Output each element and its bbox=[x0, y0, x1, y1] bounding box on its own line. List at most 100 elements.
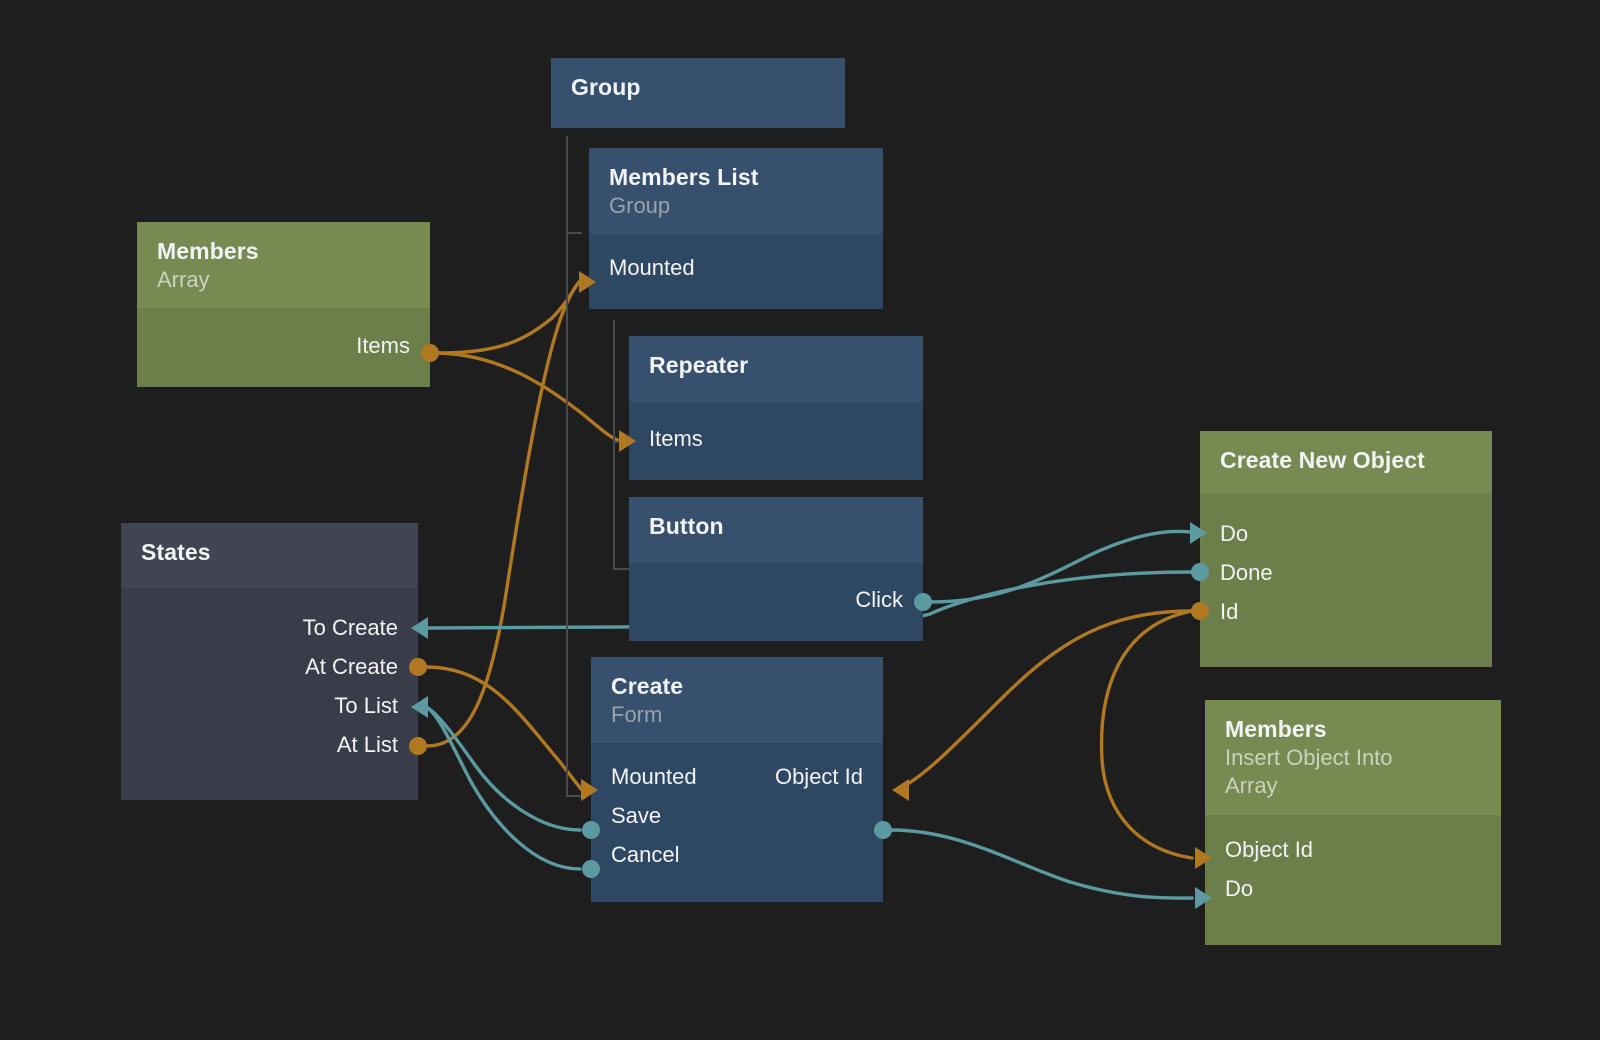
port-label-do: Do bbox=[1220, 520, 1249, 546]
node-members-list-subtitle: Group bbox=[609, 192, 671, 218]
node-group[interactable]: Group bbox=[551, 58, 845, 128]
port-cno-id[interactable]: Id bbox=[1200, 592, 1492, 631]
node-create-form[interactable]: Create Form Mounted Object Id Save Cance… bbox=[581, 657, 909, 903]
port-arrow-create-mounted[interactable] bbox=[581, 779, 598, 801]
port-label-mounted: Mounted bbox=[609, 254, 695, 280]
port-label-click: Click bbox=[855, 586, 903, 612]
port-states-to-list[interactable]: To List bbox=[121, 686, 418, 725]
port-create-cancel[interactable]: Cancel bbox=[591, 835, 883, 874]
node-members-list-title: Members List bbox=[609, 164, 759, 190]
port-dot-states-at-create[interactable] bbox=[409, 658, 427, 676]
wire-button-click-to-cno-do bbox=[928, 529, 1192, 604]
port-arrow-create-object-id[interactable] bbox=[892, 779, 909, 801]
node-create-form-subtitle: Form bbox=[611, 701, 663, 727]
port-cno-done[interactable]: Done bbox=[1200, 553, 1492, 592]
node-members-array-body: Items bbox=[137, 308, 430, 388]
node-states-header: States bbox=[121, 523, 418, 588]
port-dot-create-signal-out[interactable] bbox=[874, 821, 892, 839]
node-repeater-title: Repeater bbox=[649, 352, 749, 378]
node-repeater-header: Repeater bbox=[629, 336, 923, 402]
wire-members-items-to-repeater-items bbox=[437, 351, 622, 443]
port-dot-members-items[interactable] bbox=[421, 344, 439, 362]
port-insert-object-id[interactable]: Object Id bbox=[1205, 831, 1501, 870]
wire-cno-id-to-create-objectid bbox=[896, 609, 1194, 791]
port-label-at-list: At List bbox=[336, 731, 398, 757]
node-create-new-object-header: Create New Object bbox=[1200, 431, 1492, 493]
port-label-save: Save bbox=[611, 802, 662, 828]
port-label-to-create: To Create bbox=[302, 614, 398, 640]
port-create-save[interactable]: Save bbox=[591, 796, 883, 835]
port-label-items: Items bbox=[356, 332, 410, 358]
port-states-at-list[interactable]: At List bbox=[121, 725, 418, 764]
node-members-array[interactable]: Members Array Items bbox=[137, 222, 439, 388]
port-arrow-cno-do[interactable] bbox=[1190, 522, 1207, 544]
node-members-array-title: Members bbox=[157, 238, 259, 264]
wire-create-cancel-to-states-tolist bbox=[426, 706, 582, 871]
node-create-form-title: Create bbox=[611, 673, 684, 699]
wire-members-items-to-memberslist-mounted bbox=[437, 280, 581, 355]
node-states[interactable]: States To Create At Create To List At Li… bbox=[121, 523, 428, 800]
port-label-cancel: Cancel bbox=[611, 841, 680, 867]
port-arrow-repeater-items[interactable] bbox=[619, 430, 636, 452]
node-members-list-body: Mounted bbox=[589, 234, 883, 310]
node-states-body: To Create At Create To List At List bbox=[121, 588, 418, 800]
tree-rail-group bbox=[566, 136, 568, 796]
port-dot-states-at-list[interactable] bbox=[409, 737, 427, 755]
tree-tick-create bbox=[566, 795, 582, 797]
port-repeater-items[interactable]: Items bbox=[629, 419, 923, 458]
port-arrow-states-to-create[interactable] bbox=[411, 617, 428, 639]
node-button-title: Button bbox=[649, 513, 724, 539]
node-repeater[interactable]: Repeater Items bbox=[619, 336, 923, 480]
port-label-mounted: Mounted bbox=[611, 763, 697, 789]
node-members-insert-body: Object Id Do bbox=[1205, 814, 1501, 945]
wire-cno-id-to-insert-objectid bbox=[1099, 609, 1194, 860]
port-label-at-create: At Create bbox=[305, 653, 398, 679]
port-members-array-items[interactable]: Items bbox=[137, 326, 430, 365]
port-label-object-id: Object Id bbox=[774, 763, 863, 789]
node-create-new-object-body: Do Done Id bbox=[1200, 493, 1492, 667]
node-states-title: States bbox=[141, 539, 211, 565]
node-members-insert-header: Members Insert Object Into Array bbox=[1205, 700, 1501, 815]
node-create-form-header: Create Form bbox=[591, 657, 883, 744]
tree-tick-members-list bbox=[566, 232, 582, 234]
port-dot-cno-done[interactable] bbox=[1191, 563, 1209, 581]
port-label-to-list: To List bbox=[334, 692, 398, 718]
port-states-to-create[interactable]: To Create bbox=[121, 608, 418, 647]
node-repeater-body: Items bbox=[629, 402, 923, 480]
node-create-new-object[interactable]: Create New Object Do Done Id bbox=[1190, 431, 1492, 667]
wire-create-out-to-insert-do bbox=[888, 828, 1194, 900]
tree-tick-button bbox=[613, 568, 629, 570]
port-dot-create-cancel[interactable] bbox=[582, 860, 600, 878]
node-members-array-header: Members Array bbox=[137, 222, 430, 309]
node-button-body: Click bbox=[629, 563, 923, 641]
port-create-mounted-objectid[interactable]: Mounted Object Id bbox=[591, 757, 883, 796]
node-members-list-header: Members List Group bbox=[589, 148, 883, 235]
port-label-object-id: Object Id bbox=[1225, 837, 1314, 863]
port-button-click[interactable]: Click bbox=[629, 580, 923, 619]
node-create-new-object-title: Create New Object bbox=[1220, 447, 1425, 473]
port-cno-do[interactable]: Do bbox=[1200, 514, 1492, 553]
port-insert-do[interactable]: Do bbox=[1205, 870, 1501, 909]
port-label-do: Do bbox=[1225, 876, 1254, 902]
node-members-list[interactable]: Members List Group Mounted bbox=[579, 148, 883, 310]
node-group-title: Group bbox=[571, 74, 641, 100]
port-states-at-create[interactable]: At Create bbox=[121, 647, 418, 686]
port-arrow-members-list-mounted[interactable] bbox=[579, 271, 596, 293]
node-members-insert-title: Members bbox=[1225, 716, 1327, 742]
port-arrow-insert-do[interactable] bbox=[1195, 887, 1212, 909]
port-members-list-mounted[interactable]: Mounted bbox=[589, 248, 883, 287]
port-dot-button-click[interactable] bbox=[914, 593, 932, 611]
node-create-form-body: Mounted Object Id Save Cancel bbox=[591, 743, 883, 903]
port-label-done: Done bbox=[1220, 559, 1273, 585]
node-members-insert[interactable]: Members Insert Object Into Array Object … bbox=[1195, 700, 1501, 945]
port-arrow-states-to-list[interactable] bbox=[411, 696, 428, 718]
port-dot-create-save[interactable] bbox=[582, 821, 600, 839]
node-group-header: Group bbox=[551, 58, 845, 128]
node-members-insert-subtitle: Insert Object Into Array bbox=[1225, 744, 1393, 799]
port-dot-cno-id[interactable] bbox=[1191, 602, 1209, 620]
port-arrow-insert-object-id[interactable] bbox=[1195, 847, 1212, 869]
node-button[interactable]: Button Click bbox=[629, 497, 932, 641]
wire-states-atlist-to-memberslist-mounted bbox=[425, 280, 581, 748]
node-button-header: Button bbox=[629, 497, 923, 563]
